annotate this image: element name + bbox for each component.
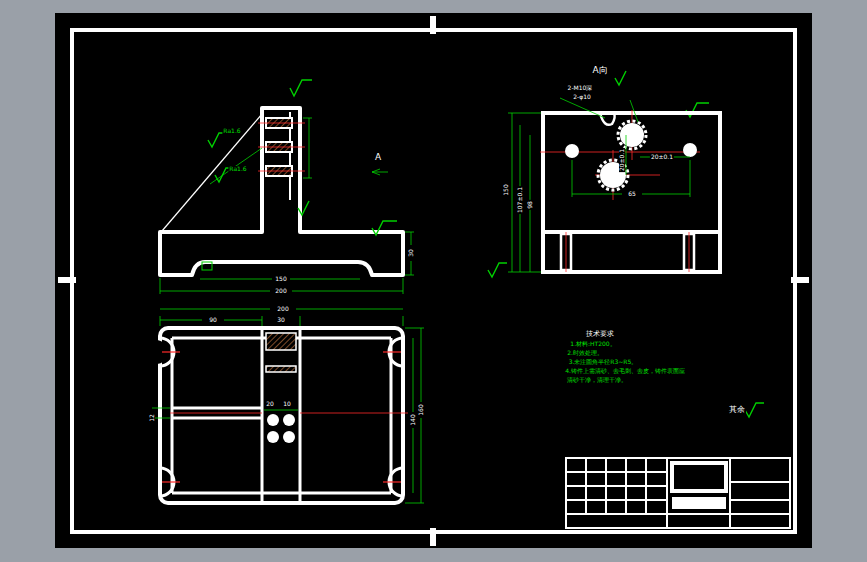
technical-note: 1.材料:HT200。 — [569, 341, 616, 347]
dimension: 107±0.1 — [517, 186, 523, 214]
view-label: A向 — [591, 66, 608, 75]
view-label: A — [374, 153, 382, 162]
technical-note: 3.未注圆角半径R3~R5。 — [568, 359, 639, 365]
dimension: 200 — [276, 306, 289, 312]
dimension: 200 — [274, 288, 287, 294]
dimension: 20±0.1 — [650, 154, 674, 160]
dimension: 12 — [149, 413, 155, 423]
hole-callout: 2-M10深 — [567, 85, 594, 91]
technical-note: 清砂干净，清理干净。 — [566, 377, 628, 383]
dimension: 98 — [527, 200, 533, 210]
dimension: 10 — [282, 401, 292, 407]
dimension: 30 — [408, 248, 414, 258]
dimension: 20 — [265, 401, 275, 407]
dimension: 150 — [274, 276, 287, 282]
dimension: 160 — [418, 403, 424, 416]
roughness-note: Ra1.6 — [222, 128, 241, 134]
dimension: 90 — [208, 317, 218, 323]
technical-note: 2.时效处理。 — [566, 350, 604, 356]
technical-note: 4.铸件上需清砂、去毛刺、去皮，铸件表面应 — [564, 368, 686, 374]
dimension: 20±0.1 — [619, 148, 625, 172]
dimension: 150 — [503, 183, 509, 196]
hole-callout: 2-φ10 — [572, 94, 592, 100]
dimension: 30 — [276, 317, 286, 323]
dimension: 65 — [627, 191, 637, 197]
roughness-note: Ra1.6 — [228, 166, 247, 172]
notes-heading: 技术要求 — [585, 331, 615, 338]
roughness-note: 其余 — [728, 406, 746, 414]
dimension: 140 — [410, 413, 416, 426]
